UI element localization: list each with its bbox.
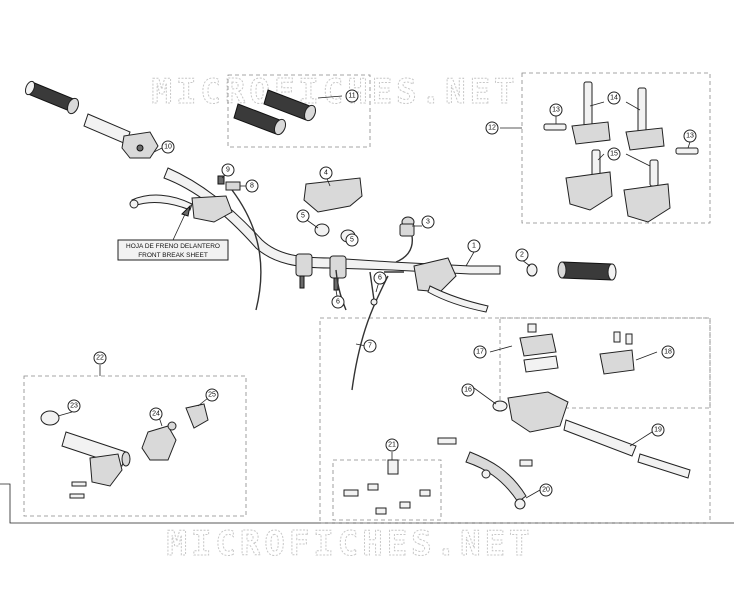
- callout-23: 23: [67, 399, 81, 413]
- note-leader: [172, 211, 187, 241]
- svg-text:24: 24: [152, 411, 160, 418]
- callout-17: 17: [473, 345, 487, 359]
- small-parts-kit-21: [343, 459, 431, 515]
- svg-text:20: 20: [542, 487, 550, 494]
- svg-text:19: 19: [654, 427, 662, 434]
- callout-12: 12: [485, 121, 499, 135]
- callout-13a: 13: [549, 103, 563, 117]
- svg-text:5: 5: [301, 213, 305, 220]
- callout-21: 21: [385, 438, 399, 452]
- callout-13b: 13: [683, 129, 697, 143]
- svg-text:13: 13: [686, 133, 694, 140]
- left-lever-assembly: [129, 194, 233, 223]
- right-grip: [557, 261, 617, 281]
- svg-text:2: 2: [520, 252, 524, 259]
- throttle-cable-6: [335, 269, 347, 311]
- svg-text:12: 12: [488, 125, 496, 132]
- svg-text:22: 22: [96, 355, 104, 362]
- svg-text:7: 7: [368, 343, 372, 350]
- svg-text:16: 16: [464, 387, 472, 394]
- svg-text:15: 15: [610, 151, 618, 158]
- note-line-1: HOJA DE FRENO DELANTERO: [126, 243, 220, 250]
- page-frame-line: [0, 483, 734, 524]
- callout-15: 15: [607, 147, 621, 161]
- svg-text:3: 3: [426, 219, 430, 226]
- callout-10: 10: [161, 140, 175, 154]
- svg-text:18: 18: [664, 349, 672, 356]
- choke-lever: [225, 181, 241, 191]
- watermark-bottom: MICROFICHES.NET: [166, 524, 533, 564]
- svg-text:6: 6: [336, 299, 340, 306]
- svg-text:11: 11: [348, 93, 355, 100]
- callout-6a: 6: [331, 295, 345, 309]
- group-box-16: [319, 317, 711, 524]
- handlebar-clamp-kit: [543, 81, 699, 223]
- callout-20: 20: [539, 483, 553, 497]
- svg-text:13: 13: [552, 107, 560, 114]
- svg-text:8: 8: [250, 183, 254, 190]
- watermark-top: MICROFICHES.NET: [151, 72, 518, 112]
- handlebar-top-clamp: [303, 177, 363, 213]
- handlebar-tube: [163, 167, 501, 275]
- note-line-2: FRONT BREAK SHEET: [138, 252, 208, 259]
- note-arrow: [181, 204, 191, 217]
- svg-text:17: 17: [476, 349, 484, 356]
- svg-text:1: 1: [472, 243, 476, 250]
- callout-18: 18: [661, 345, 675, 359]
- callout-19: 19: [651, 423, 665, 437]
- svg-text:23: 23: [70, 403, 78, 410]
- svg-text:4: 4: [324, 170, 328, 177]
- front-brake-master-cylinder: [413, 257, 489, 313]
- replacement-grips-group: [233, 89, 317, 136]
- choke-cable: [231, 189, 262, 311]
- group-box-17-18: [499, 317, 711, 409]
- svg-text:10: 10: [164, 144, 172, 151]
- callout-4: 4: [319, 166, 333, 180]
- washer-left: [314, 223, 330, 237]
- svg-text:9: 9: [226, 167, 230, 174]
- left-grip: [24, 80, 80, 115]
- bar-end-plug: [526, 263, 538, 277]
- callout-5a: 5: [296, 209, 310, 223]
- cable-adjuster-6b: [369, 271, 375, 301]
- leader-lines: [57, 95, 691, 499]
- callout-6b: 6: [373, 271, 387, 285]
- callout-9: 9: [221, 163, 235, 177]
- group-box-11: [227, 74, 371, 148]
- cable-end: [370, 298, 378, 306]
- throttle-assembly-kit: [40, 403, 209, 499]
- callout-24: 24: [149, 407, 163, 421]
- throttle-cable-7: [351, 275, 389, 391]
- svg-text:25: 25: [208, 392, 216, 399]
- group-box-12: [521, 72, 711, 224]
- svg-text:5: 5: [350, 237, 354, 244]
- svg-text:6: 6: [378, 275, 382, 282]
- left-switch-housing: [121, 131, 159, 159]
- callout-1: 1: [467, 239, 481, 253]
- kill-switch: [395, 216, 415, 263]
- callout-7: 7: [363, 339, 377, 353]
- callout-3: 3: [421, 215, 435, 229]
- svg-text:21: 21: [388, 442, 396, 449]
- brake-master-cylinder-exploded: [437, 323, 691, 510]
- callout-16: 16: [461, 383, 475, 397]
- callout-11: 11: [345, 89, 359, 103]
- group-box-22: [23, 375, 247, 517]
- callout-14: 14: [607, 91, 621, 105]
- callout-5b: 5: [345, 233, 359, 247]
- callout-22: 22: [93, 351, 107, 365]
- callout-8: 8: [245, 179, 259, 193]
- callout-2: 2: [515, 248, 529, 262]
- svg-text:14: 14: [610, 95, 618, 102]
- callout-25: 25: [205, 388, 219, 402]
